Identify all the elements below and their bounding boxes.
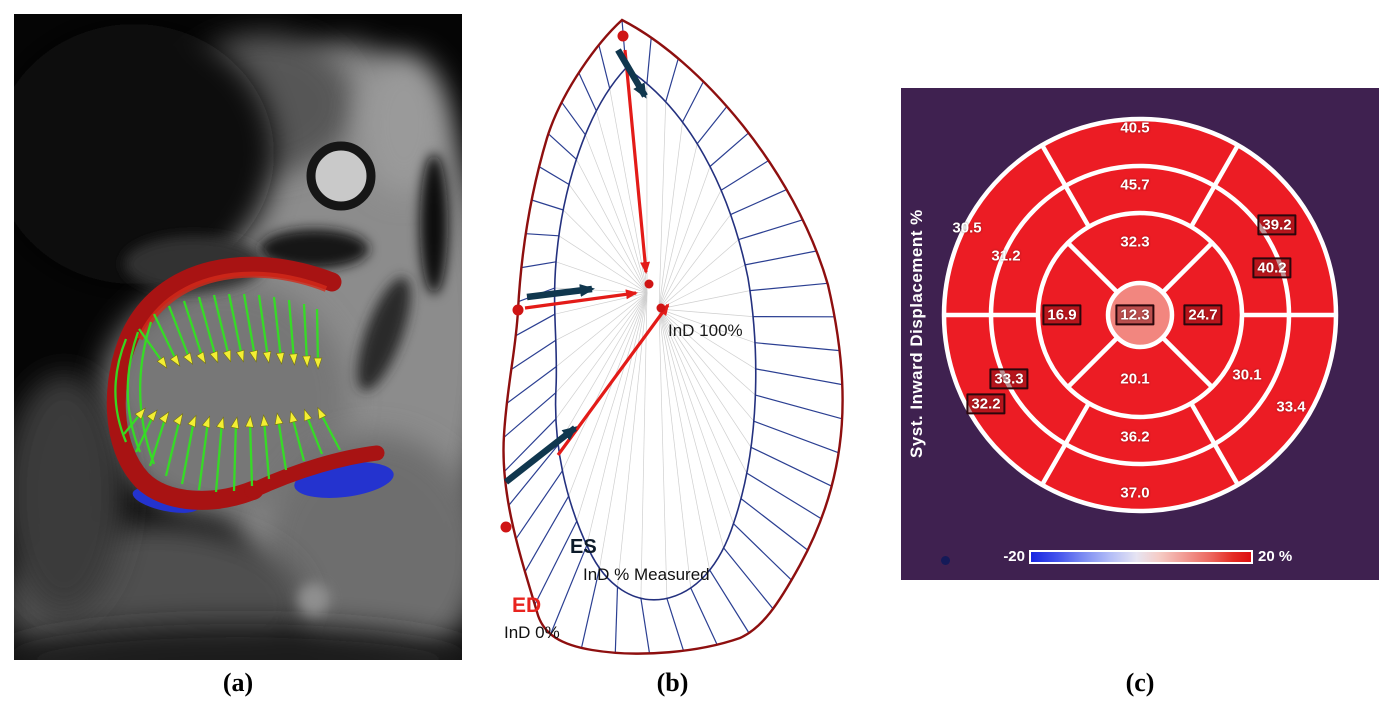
panel-c-label: (c): [1125, 668, 1155, 697]
ed-es-diagram: InD 100% ES InD % Measured ED InD 0%: [500, 18, 844, 655]
segment-value-mid-lower-left: 33.3: [989, 368, 1029, 390]
segment-value-mid-bottom: 36.2: [1120, 428, 1150, 446]
apex-circle: [1105, 280, 1175, 350]
segment-dividers: [944, 143, 1336, 487]
cine-mri-image: [0, 14, 489, 694]
ind-0-label: InD 0%: [504, 623, 560, 642]
segment-value-basal-lower-left: 32.2: [966, 393, 1006, 415]
inward-displacement-arrows-navy: [503, 48, 648, 485]
segment-value-mid-upper-right: 40.2: [1252, 257, 1292, 279]
reference-dot: [941, 556, 950, 565]
displacement-diagram-panel: InD 100% ES InD % Measured ED InD 0%: [470, 5, 875, 670]
bullseye-panel: Syst. Inward Displacement % 40.5 30.5 39…: [901, 88, 1379, 580]
segment-value-apex-center: 12.3: [1115, 304, 1155, 326]
displacement-mesh-green: [114, 293, 342, 493]
colorbar-min-label: -20: [1003, 548, 1025, 565]
bullseye-title: Syst. Inward Displacement %: [907, 209, 926, 459]
panel-b-label: (b): [656, 668, 689, 697]
segment-value-apical-left: 16.9: [1042, 304, 1082, 326]
epicardial-contour-red: [106, 256, 385, 510]
segment-value-basal-upper-left: 30.5: [952, 219, 982, 237]
segment-value-basal-bottom: 37.0: [1120, 484, 1150, 502]
ed-contour: [502, 18, 844, 655]
panel-a-label: (a): [222, 668, 254, 697]
centerline-rays: [554, 67, 756, 599]
colorbar-max-label: 20 %: [1258, 548, 1293, 565]
segment-value-mid-top: 45.7: [1120, 176, 1150, 194]
es-label: ES: [570, 536, 597, 558]
es-contour: [553, 66, 757, 601]
ind-measured-label: InD % Measured: [583, 565, 710, 584]
mri-panel: [0, 14, 489, 694]
segment-value-basal-top: 40.5: [1120, 119, 1150, 137]
segment-value-mid-upper-left: 31.2: [991, 247, 1021, 265]
segment-value-apical-top: 32.3: [1120, 233, 1150, 251]
segment-value-apical-right: 24.7: [1183, 304, 1223, 326]
ind-100-label: InD 100%: [668, 321, 743, 340]
segment-value-mid-lower-right: 30.1: [1232, 366, 1262, 384]
segment-value-basal-lower-right: 33.4: [1276, 398, 1306, 416]
aortic-root: [306, 141, 376, 211]
bullseye-plot: [941, 116, 1339, 514]
sample-points-red: [500, 30, 666, 533]
ed-label: ED: [512, 594, 541, 617]
colorbar-gradient: [1029, 550, 1253, 564]
segment-value-basal-upper-right: 39.2: [1257, 214, 1297, 236]
segment-value-apical-bottom: 20.1: [1120, 370, 1150, 388]
